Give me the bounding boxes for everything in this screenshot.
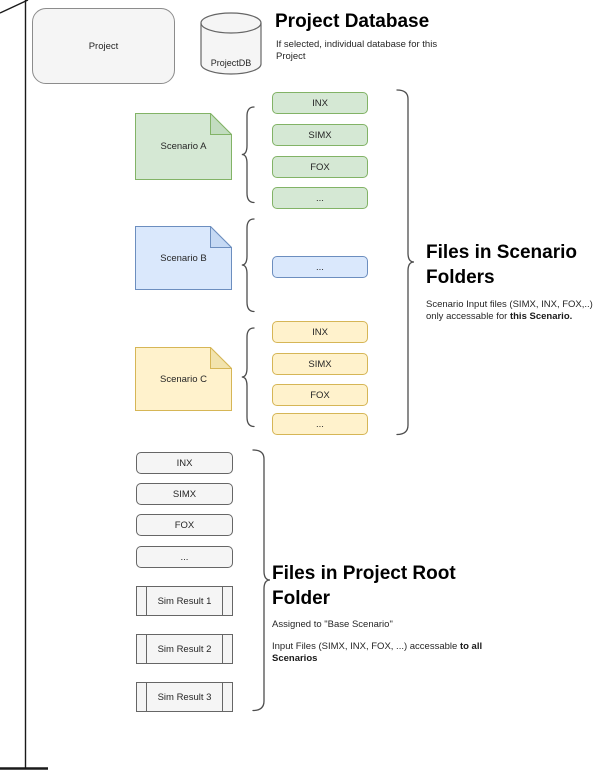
project-root-brace	[252, 449, 271, 712]
scenario-a-file-fox[interactable]: FOX	[272, 156, 368, 178]
scenario-a-brace	[241, 106, 255, 204]
project-root-note2: Input Files (SIMX, INX, FOX, ...) access…	[272, 641, 487, 665]
document-icon	[135, 226, 232, 290]
scenario-c-document[interactable]: Scenario C	[135, 347, 232, 411]
file-label: SIMX	[308, 358, 332, 370]
file-label: INX	[176, 457, 193, 469]
scenario-a-document[interactable]: Scenario A	[135, 113, 232, 180]
scenario-a-file-more[interactable]: ...	[272, 187, 368, 209]
note-line2-bold: this Scenario.	[509, 311, 573, 322]
file-label: ...	[316, 261, 324, 273]
root-file-more[interactable]: ...	[136, 546, 233, 568]
scenario-b-document[interactable]: Scenario B	[135, 226, 232, 290]
scenario-c-file-more[interactable]: ...	[272, 413, 368, 435]
subroutine-line	[146, 587, 147, 615]
scenario-c-brace	[241, 327, 255, 428]
subroutine-line	[222, 587, 223, 615]
scenario-c-file-simx[interactable]: SIMX	[272, 353, 368, 375]
title-line: Files in Scenario	[426, 242, 577, 263]
subroutine-line	[146, 683, 147, 711]
subroutine-line	[146, 635, 147, 663]
projectdb-cylinder[interactable]: ProjectDB	[200, 12, 262, 75]
scenario-b-file-more[interactable]: ...	[272, 256, 368, 278]
sim-result-3-box[interactable]: Sim Result 3	[136, 682, 233, 712]
scenario-folders-brace	[396, 89, 415, 436]
subroutine-line	[222, 683, 223, 711]
project-database-title: Project Database	[275, 11, 430, 32]
document-icon	[135, 113, 232, 180]
scenario-a-file-simx[interactable]: SIMX	[272, 124, 368, 146]
sim-result-label: Sim Result 3	[157, 691, 212, 703]
file-label: FOX	[174, 519, 195, 531]
title-line: Folder	[272, 588, 331, 609]
frame-diagonal-line	[0, 0, 29, 14]
note2-bold: to all Scenarios	[272, 641, 483, 664]
scenario-folders-note: Scenario Input files (SIMX, INX, FOX,..)…	[426, 299, 600, 323]
scenario-c-file-inx[interactable]: INX	[272, 321, 368, 343]
project-root-title: Files in Project Root Folder	[272, 561, 482, 611]
file-label: INX	[312, 97, 328, 109]
projectdb-label: ProjectDB	[210, 58, 252, 68]
database-icon	[200, 12, 262, 75]
project-node-label: Project	[88, 40, 119, 52]
project-node[interactable]: Project	[32, 8, 175, 84]
sim-result-2-box[interactable]: Sim Result 2	[136, 634, 233, 664]
scenario-folders-title: Files in Scenario Folders	[426, 240, 591, 290]
sim-result-1-box[interactable]: Sim Result 1	[136, 586, 233, 616]
sim-result-label: Sim Result 1	[157, 595, 212, 607]
root-file-inx[interactable]: INX	[136, 452, 233, 474]
file-label: SIMX	[308, 129, 332, 141]
root-file-fox[interactable]: FOX	[136, 514, 233, 536]
file-label: ...	[180, 551, 189, 563]
sim-result-label: Sim Result 2	[157, 643, 212, 655]
title-line: Files in Project Root	[272, 563, 456, 584]
file-label: FOX	[310, 389, 330, 401]
document-icon	[135, 347, 232, 411]
file-label: FOX	[310, 161, 330, 173]
project-database-description: If selected, individual database for thi…	[276, 39, 438, 62]
title-line: Folders	[426, 267, 495, 288]
note-line2: only accessable for	[426, 311, 510, 322]
scenario-b-brace	[241, 218, 255, 313]
note2-normal: Input Files (SIMX, INX, FOX, ...) access…	[272, 641, 460, 652]
project-root-note1: Assigned to "Base Scenario"	[272, 619, 393, 630]
file-label: INX	[312, 326, 328, 338]
root-file-simx[interactable]: SIMX	[136, 483, 233, 505]
file-label: SIMX	[172, 488, 197, 500]
file-label: ...	[316, 418, 324, 430]
subroutine-line	[222, 635, 223, 663]
scenario-c-file-fox[interactable]: FOX	[272, 384, 368, 406]
file-label: ...	[316, 192, 324, 204]
scenario-a-file-inx[interactable]: INX	[272, 92, 368, 114]
note-line1: Scenario Input files (SIMX, INX, FOX,..)	[426, 299, 593, 310]
